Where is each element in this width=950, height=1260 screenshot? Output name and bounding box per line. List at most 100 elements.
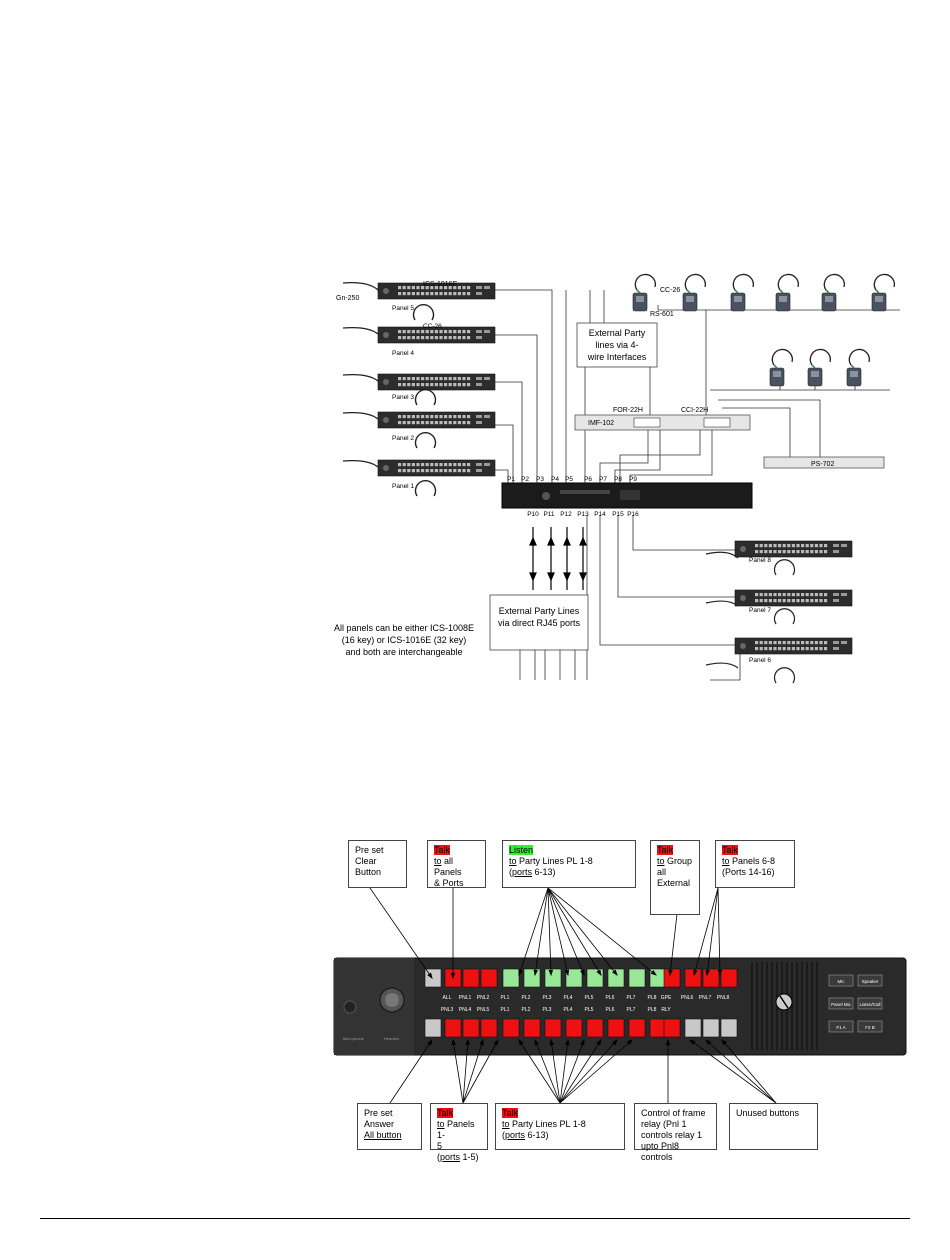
top-key-5[interactable]	[502, 968, 520, 988]
side-button-3[interactable]	[828, 997, 854, 1010]
rack-panel-right-1	[734, 540, 853, 558]
cci22h-label: CCI-22H	[681, 407, 708, 414]
top-key-13[interactable]	[663, 968, 681, 988]
listen-pl-prefix: to	[509, 856, 517, 866]
port-p7: P7	[599, 476, 607, 483]
rack-panel-left-1	[377, 282, 496, 300]
top-key-6[interactable]	[523, 968, 541, 988]
side-button-1[interactable]	[828, 974, 854, 987]
top-key-3[interactable]	[462, 968, 480, 988]
talk-panels15-rest: Panels 1-	[437, 1119, 475, 1140]
beltpack-2	[682, 273, 706, 312]
panel-label-6: Panel 6	[749, 657, 771, 664]
top-key-16[interactable]	[720, 968, 738, 988]
beltpack-5	[821, 273, 845, 312]
panel-label-2: Panel 2	[392, 435, 414, 442]
port-p14: P14	[594, 511, 606, 518]
top-key-label-15: PNL8	[717, 995, 730, 1001]
bottom-key-16[interactable]	[720, 1018, 738, 1038]
top-key-label-6: PL3	[543, 995, 552, 1001]
talk-panels15-prefix: to	[437, 1119, 445, 1129]
side-button-label-1: Mic	[838, 979, 846, 984]
preset-answer-line-2: Answer	[364, 1119, 395, 1129]
top-key-14[interactable]	[684, 968, 702, 988]
beltpack-7	[769, 348, 793, 387]
bottom-key-12[interactable]	[649, 1018, 667, 1038]
talk-panels68-prefix: to	[722, 856, 730, 866]
top-key-8[interactable]	[565, 968, 583, 988]
bottom-key-label-8: PL5	[585, 1007, 594, 1013]
callout-talk-panels15: Talk to Panels 1- 5 (ports 1-5)	[430, 1103, 488, 1162]
rack-panel-right-2	[734, 589, 853, 607]
preset-clear-line-3: Button	[355, 867, 382, 877]
bottom-key-label-3: PNL5	[477, 1007, 490, 1013]
port-p8: P8	[614, 476, 622, 483]
bottom-key-4[interactable]	[480, 1018, 498, 1038]
side-button-6[interactable]	[857, 1020, 883, 1033]
top-key-10[interactable]	[607, 968, 625, 988]
panel-label-8: Panel 8	[749, 557, 771, 564]
side-button-2[interactable]	[857, 974, 883, 987]
top-key-15[interactable]	[702, 968, 720, 988]
bottom-key-3[interactable]	[462, 1018, 480, 1038]
callout-preset-clear: Pre set Clear Button	[348, 840, 407, 888]
external-rj45-box	[489, 594, 589, 651]
bottom-key-11[interactable]	[628, 1018, 646, 1038]
for22h-label: FOR-22H	[613, 407, 643, 414]
bottom-key-13[interactable]	[663, 1018, 681, 1038]
top-key-4[interactable]	[480, 968, 498, 988]
port-p16: P16	[627, 511, 639, 518]
bottom-key-7[interactable]	[544, 1018, 562, 1038]
port-p3: P3	[536, 476, 544, 483]
bottom-key-5[interactable]	[502, 1018, 520, 1038]
beltpack-model-label: RS-601	[650, 311, 674, 318]
bottom-key-9[interactable]	[586, 1018, 604, 1038]
top-key-7[interactable]	[544, 968, 562, 988]
callout-talk-all: Talk to all Panels & Ports	[427, 840, 486, 888]
bottom-key-15[interactable]	[702, 1018, 720, 1038]
top-key-label-3: PNL2	[477, 995, 490, 1001]
system-diagram: Gn-250 ICS-1016E Panel 5 CC-26 Panel 4 P…	[334, 273, 900, 684]
bottom-key-6[interactable]	[523, 1018, 541, 1038]
bottom-key-10[interactable]	[607, 1018, 625, 1038]
beltpack-9	[846, 348, 870, 387]
talk-pl-ports-rest: 6-13)	[525, 1130, 549, 1140]
talk-panels68-rest: Panels 6-8	[729, 856, 776, 866]
relay-line-4: upto Pnl8 controls	[641, 1141, 680, 1162]
bottom-key-label-11: PL8	[648, 1007, 657, 1013]
top-key-label-9: PL6	[606, 995, 615, 1001]
top-key-11[interactable]	[628, 968, 646, 988]
bottom-key-label-1: PNL3	[441, 1007, 454, 1013]
headset-label: CC-26	[423, 323, 442, 330]
talk-panels68-line2: (Ports 14-16)	[722, 867, 775, 877]
port-p12: P12	[560, 511, 572, 518]
bottom-key-8[interactable]	[565, 1018, 583, 1038]
top-key-label-4: PL1	[501, 995, 510, 1001]
side-button-4[interactable]	[857, 997, 883, 1010]
bottom-key-label-9: PL6	[606, 1007, 615, 1013]
callout-talk-pl: Talk to Party Lines PL 1-8 (ports 6-13)	[495, 1103, 625, 1150]
callout-unused: Unused buttons	[729, 1103, 818, 1150]
bottom-key-14[interactable]	[684, 1018, 702, 1038]
top-key-label-14: PNL7	[699, 995, 712, 1001]
preset-clear-line-1: Pre set	[355, 845, 384, 855]
port-p9: P9	[629, 476, 637, 483]
side-button-label-3: Panel Mic	[831, 1002, 852, 1007]
relay-line-1: Control of frame	[641, 1108, 706, 1118]
callout-listen-pl: Listen to Party Lines PL 1-8 (ports 6-13…	[502, 840, 636, 888]
talk-group-rest: Group	[664, 856, 693, 866]
imf-label: IMF-102	[588, 420, 614, 427]
listen-pl-tag: Listen	[509, 845, 534, 855]
ext4wire-line-1: External Party	[589, 328, 646, 338]
talk-panels15-ports-rest: 1-5)	[460, 1152, 479, 1162]
bottom-key-1[interactable]	[424, 1018, 442, 1038]
bottom-key-label-4: PL1	[501, 1007, 510, 1013]
mic-socket-label: Microphone	[343, 1036, 365, 1041]
master-label: ICS-1016E	[423, 281, 458, 288]
side-button-5[interactable]	[828, 1020, 854, 1033]
bottom-key-label-6: PL3	[543, 1007, 552, 1013]
ps702-label: PS-702	[811, 461, 834, 468]
talk-panels15-tag: Talk	[437, 1108, 454, 1118]
bottom-key-2[interactable]	[444, 1018, 462, 1038]
